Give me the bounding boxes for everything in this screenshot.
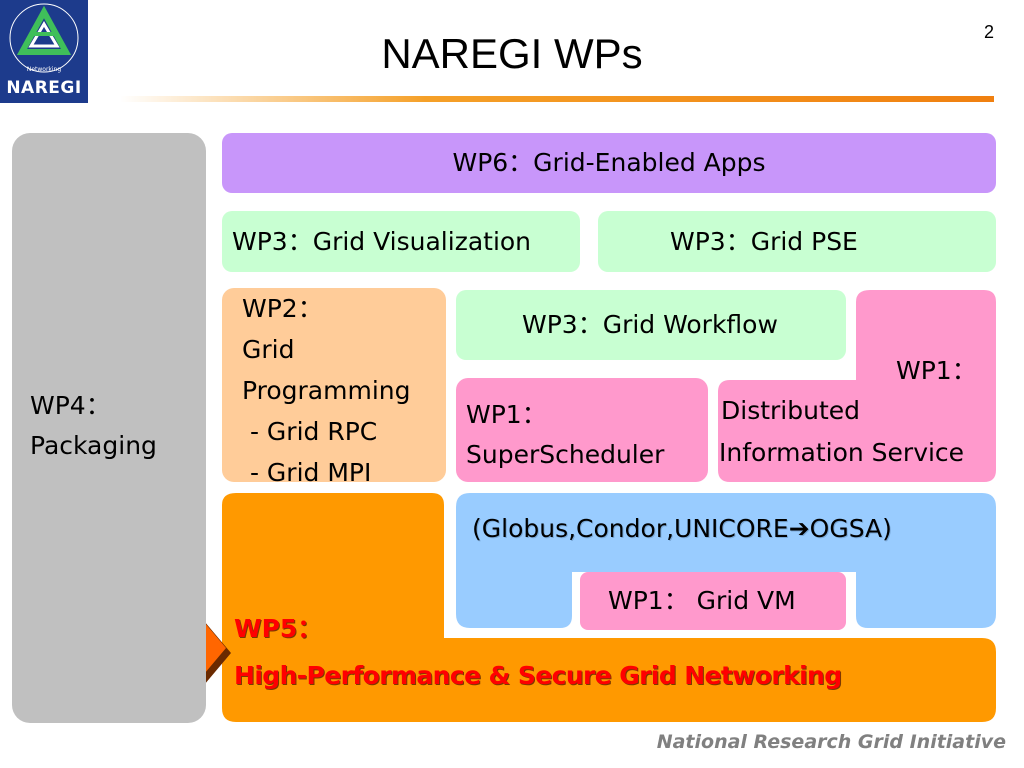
slide-title: NAREGI WPs xyxy=(381,30,643,77)
wp5-shape xyxy=(222,493,996,722)
logo-networking-text: Networking xyxy=(26,66,62,73)
wp4-packaging-box: WP4： Packaging xyxy=(12,133,206,723)
wp4-label-line1: WP4： xyxy=(30,391,111,420)
wp2-label-line4: - Grid RPC xyxy=(242,417,378,446)
wp1-gridvm-box xyxy=(580,572,846,630)
wp3-grid-workflow-box: WP3：Grid Workflow xyxy=(456,290,846,360)
wp5-label-line1: WP5： xyxy=(234,614,323,643)
wp2-label-line3: Programming xyxy=(242,376,411,405)
wp1-ss-label-line1: WP1： xyxy=(466,400,547,429)
wp6-label: WP6：Grid-Enabled Apps xyxy=(452,148,766,177)
wp3-grid-pse-box: WP3：Grid PSE xyxy=(598,211,996,272)
triangle-knot-icon xyxy=(9,3,79,73)
wp2-label-line5: - Grid MPI xyxy=(242,458,372,487)
logo-wordmark: NAREGI xyxy=(6,78,82,98)
wp4-label-line2: Packaging xyxy=(30,431,157,460)
middleware-label: (Globus,Condor,UNICORE➔OGSA) xyxy=(472,514,892,543)
wp3-workflow-label: WP3：Grid Workflow xyxy=(522,310,778,339)
wp3-pse-label: WP3：Grid PSE xyxy=(670,227,858,256)
wp6-grid-enabled-apps-box: WP6：Grid-Enabled Apps xyxy=(222,133,996,193)
wp1-dis-shape xyxy=(718,290,996,482)
wp2-grid-programming-box: WP2： Grid Programming - Grid RPC - Grid … xyxy=(222,288,446,487)
wp1-gridvm-label: WP1： Grid VM xyxy=(608,586,796,615)
wp1-dis-label-line1: WP1： xyxy=(896,356,977,385)
middleware-shape xyxy=(456,493,996,628)
wp2-label-line2: Grid xyxy=(242,335,295,364)
wp5-label-line2: High-Performance & Secure Grid Networkin… xyxy=(234,661,842,690)
wp2-label-line1: WP2： xyxy=(242,294,323,323)
wp3-grid-visualization-box: WP3：Grid Visualization xyxy=(222,211,580,272)
wp3-visualization-label: WP3：Grid Visualization xyxy=(232,227,532,256)
wp1-ss-label-line2: SuperScheduler xyxy=(466,440,665,469)
wp1-dis-label-line3: Information Service xyxy=(719,438,965,467)
page-number: 2 xyxy=(984,22,995,42)
naregi-logo: Networking NAREGI xyxy=(0,0,88,103)
footer-text: National Research Grid Initiative xyxy=(657,731,1006,753)
title-underline xyxy=(120,96,994,102)
wp1-superscheduler-box: WP1： SuperScheduler xyxy=(456,378,708,482)
wp1-dis-label-line2: Distributed xyxy=(721,396,861,425)
